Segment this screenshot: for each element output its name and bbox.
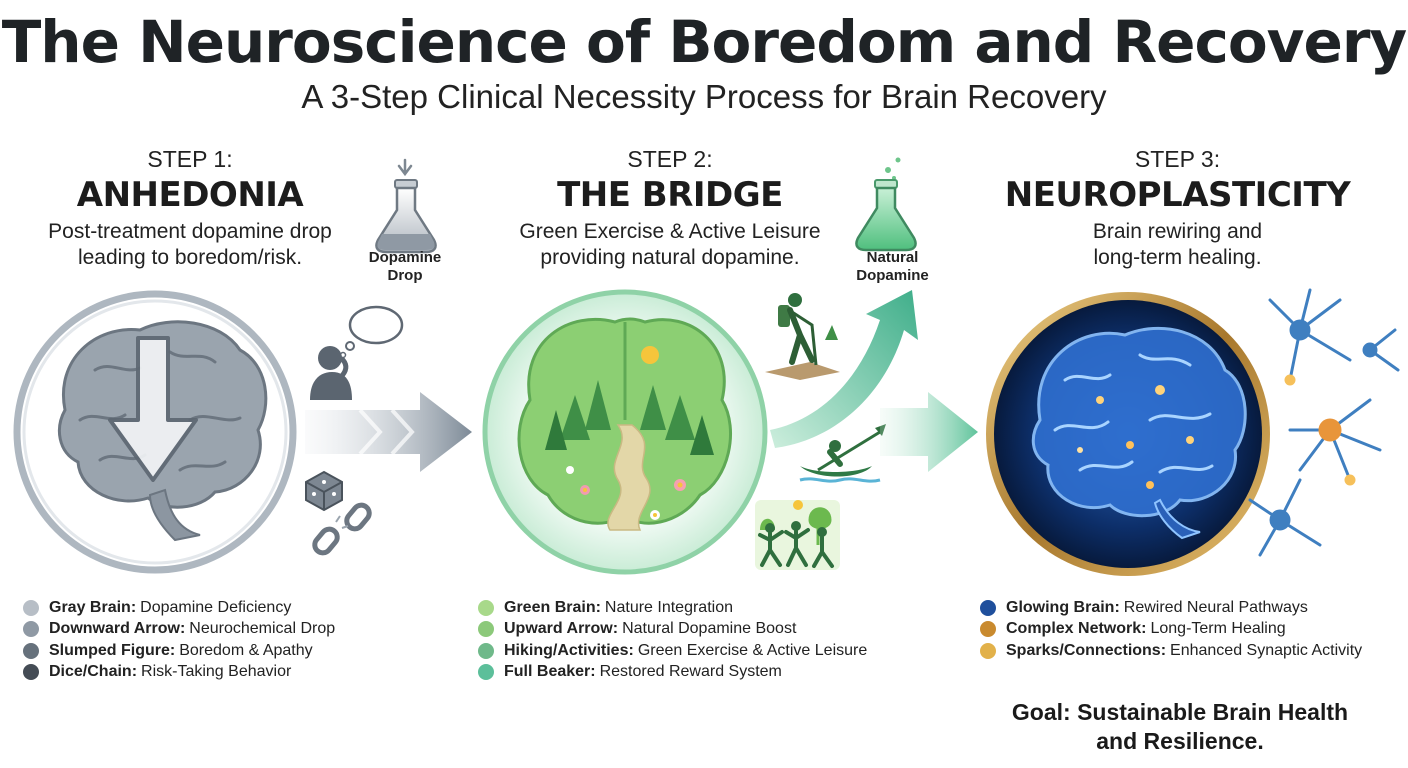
step-3-description-line2: long-term healing. [1093, 246, 1262, 269]
legend-value: Risk-Taking Behavior [141, 663, 292, 681]
legend-dot [23, 642, 39, 659]
arrow-step2-to-step3 [880, 392, 978, 472]
legend-item: Full Beaker:Restored Reward System [478, 662, 867, 684]
goal-statement: Goal: Sustainable Brain Health and Resil… [990, 698, 1370, 756]
step-2-description: Green Exercise & Active Leisure providin… [490, 219, 850, 271]
goal-line2: and Resilience. [1096, 728, 1264, 754]
legend-value: Dopamine Deficiency [140, 598, 292, 616]
legend-value: Neurochemical Drop [189, 620, 336, 638]
legend-dot [478, 599, 494, 616]
step-2-description-line1: Green Exercise & Active Leisure [519, 220, 821, 243]
legend-item: Slumped Figure:Boredom & Apathy [23, 640, 335, 662]
dopamine-beaker-icon [375, 158, 437, 254]
arrow-step1-to-step2 [305, 392, 472, 472]
natural-dopamine-caption-line1: Natural [866, 249, 919, 266]
legend-key: Gray Brain: [49, 598, 137, 616]
legend-dot [23, 599, 39, 616]
legend-value: Green Exercise & Active Leisure [637, 641, 868, 659]
legend-key: Glowing Brain: [1006, 598, 1120, 616]
nature-brain-icon [482, 289, 768, 575]
broken-chain-icon [312, 502, 372, 556]
natural-dopamine-beaker-icon [855, 157, 917, 252]
dice-icon [305, 470, 343, 512]
legend-dot [478, 621, 494, 638]
legend-dot [980, 642, 996, 659]
dopamine-drop-caption: Dopamine Drop [360, 249, 450, 285]
gray-brain-icon [13, 290, 297, 574]
step-1-description-line1: Post-treatment dopamine drop [48, 220, 332, 243]
legend-key: Dice/Chain: [49, 663, 138, 681]
legend-dot [23, 621, 39, 638]
legend-item: Sparks/Connections:Enhanced Synaptic Act… [980, 640, 1362, 662]
legend-key: Slumped Figure: [49, 641, 176, 659]
legend-dot [23, 664, 39, 681]
step-2-legend: Green Brain:Nature Integration Upward Ar… [478, 597, 867, 683]
glowing-brain-icon [986, 292, 1270, 576]
legend-key: Sparks/Connections: [1006, 641, 1167, 659]
step-3-legend: Glowing Brain:Rewired Neural Pathways Co… [980, 597, 1362, 662]
step-2-description-line2: providing natural dopamine. [540, 246, 800, 269]
step-3-description: Brain rewiring and long-term healing. [985, 219, 1370, 271]
legend-item: Gray Brain:Dopamine Deficiency [23, 597, 335, 619]
legend-item: Downward Arrow:Neurochemical Drop [23, 619, 335, 641]
goal-line1: Goal: Sustainable Brain Health [1011, 699, 1349, 725]
natural-dopamine-caption: Natural Dopamine [845, 249, 940, 285]
legend-dot [478, 642, 494, 659]
legend-key: Downward Arrow: [49, 620, 186, 638]
dopamine-drop-caption-line2: Drop [387, 267, 423, 284]
hiker-icon [765, 293, 840, 380]
legend-value: Nature Integration [604, 598, 733, 616]
legend-value: Long-Term Healing [1150, 620, 1286, 638]
legend-dot [980, 621, 996, 638]
step-3-description-line1: Brain rewiring and [1092, 220, 1263, 243]
legend-value: Rewired Neural Pathways [1123, 598, 1308, 616]
legend-key: Upward Arrow: [504, 620, 619, 638]
step-1-description: Post-treatment dopamine drop leading to … [20, 219, 360, 271]
legend-item: Glowing Brain:Rewired Neural Pathways [980, 597, 1362, 619]
slumped-figure-icon [310, 346, 352, 400]
page-title: The Neuroscience of Boredom and Recovery [1, 8, 1408, 76]
step-2-header: STEP 2: THE BRIDGE Green Exercise & Acti… [490, 146, 850, 271]
legend-key: Full Beaker: [504, 663, 596, 681]
legend-key: Green Brain: [504, 598, 601, 616]
legend-item: Hiking/Activities:Green Exercise & Activ… [478, 640, 867, 662]
legend-dot [478, 664, 494, 681]
legend-value: Boredom & Apathy [179, 641, 313, 659]
legend-item: Complex Network:Long-Term Healing [980, 619, 1362, 641]
legend-item: Dice/Chain:Risk-Taking Behavior [23, 662, 335, 684]
legend-item: Upward Arrow:Natural Dopamine Boost [478, 619, 867, 641]
legend-value: Natural Dopamine Boost [622, 620, 797, 638]
legend-item: Green Brain:Nature Integration [478, 597, 867, 619]
step-2-name: THE BRIDGE [557, 175, 783, 215]
legend-dot [980, 599, 996, 616]
step-2-label: STEP 2: [627, 146, 713, 172]
step-3-label: STEP 3: [1134, 146, 1221, 172]
step-1-description-line2: leading to boredom/risk. [77, 246, 303, 269]
legend-key: Complex Network: [1006, 620, 1147, 638]
step-1-header: STEP 1: ANHEDONIA Post-treatment dopamin… [20, 146, 360, 271]
group-activity-icon [755, 500, 840, 570]
natural-dopamine-caption-line2: Dopamine [856, 267, 929, 284]
step-1-name: ANHEDONIA [76, 175, 304, 215]
legend-key: Hiking/Activities: [504, 641, 634, 659]
thought-bubble-icon [339, 305, 404, 359]
legend-value: Enhanced Synaptic Activity [1170, 641, 1363, 659]
neuron-network-icon [1248, 288, 1400, 557]
page-subtitle: A 3-Step Clinical Necessity Process for … [301, 78, 1107, 115]
step-3-header: STEP 3: NEUROPLASTICITY Brain rewiring a… [985, 146, 1370, 271]
step-1-legend: Gray Brain:Dopamine Deficiency Downward … [23, 597, 335, 683]
upward-arrow-icon [770, 290, 918, 448]
step-1-label: STEP 1: [147, 146, 233, 172]
step-3-name: NEUROPLASTICITY [1004, 175, 1351, 215]
legend-value: Restored Reward System [599, 663, 782, 681]
dopamine-drop-caption-line1: Dopamine [368, 249, 442, 266]
